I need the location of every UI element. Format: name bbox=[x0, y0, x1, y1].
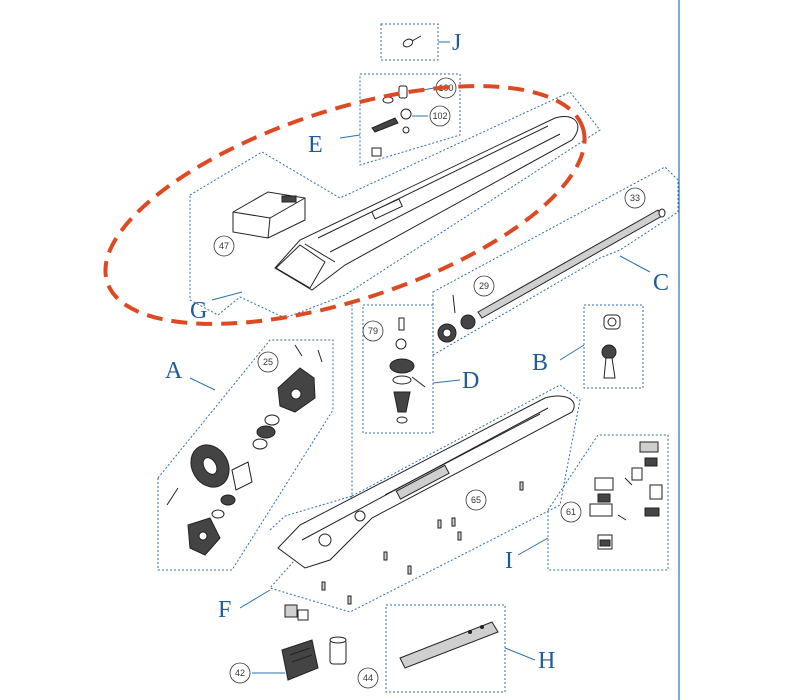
drive-shaft-part bbox=[437, 208, 666, 343]
part-number-79: 79 bbox=[368, 326, 378, 336]
control-board-part bbox=[232, 191, 306, 239]
gear-stack-part bbox=[389, 317, 426, 424]
zone-g: 47 G bbox=[189, 91, 601, 324]
group-label-h: H bbox=[538, 648, 555, 674]
zone-j: J bbox=[380, 23, 461, 61]
zone-i: 61 I bbox=[505, 434, 669, 574]
part-number-33: 33 bbox=[630, 193, 640, 203]
group-label-a: A bbox=[165, 358, 183, 384]
capacitor-part bbox=[329, 636, 347, 665]
zone-d: 79 D bbox=[362, 304, 479, 434]
limit-switch-part bbox=[589, 441, 663, 550]
group-label-e: E bbox=[308, 132, 323, 158]
highlight-ellipse bbox=[103, 84, 587, 326]
part-number-102: 102 bbox=[432, 111, 447, 121]
group-label-i: I bbox=[505, 548, 513, 574]
release-knob-part bbox=[601, 314, 621, 379]
part-number-65: 65 bbox=[471, 495, 481, 505]
part-number-47: 47 bbox=[219, 241, 229, 251]
part-number-61: 61 bbox=[566, 507, 576, 517]
group-label-d: D bbox=[462, 368, 479, 394]
release-key-part bbox=[402, 35, 422, 48]
group-label-b: B bbox=[532, 350, 548, 376]
cover-housing-part bbox=[274, 116, 579, 291]
motor-assembly-part bbox=[166, 344, 323, 556]
part-number-29: 29 bbox=[479, 281, 489, 291]
part-number-44: 44 bbox=[363, 673, 373, 683]
zone-a: 25 A bbox=[157, 339, 334, 571]
group-label-f: F bbox=[218, 597, 231, 623]
screws-part bbox=[321, 481, 524, 605]
chassis-part bbox=[277, 395, 575, 569]
loose-parts: 42 44 bbox=[229, 604, 379, 689]
connector-block-part bbox=[281, 604, 319, 681]
zone-f: 65 F bbox=[218, 300, 581, 623]
mounting-plate-part bbox=[399, 621, 499, 669]
group-label-g: G bbox=[190, 298, 207, 324]
part-number-42: 42 bbox=[235, 668, 245, 678]
part-number-25: 25 bbox=[263, 357, 273, 367]
zone-c: 33 29 C bbox=[432, 166, 679, 356]
zone-h: H bbox=[385, 604, 555, 693]
release-lever-part bbox=[371, 85, 412, 157]
group-label-j: J bbox=[452, 30, 461, 56]
group-label-c: C bbox=[653, 270, 669, 296]
zone-b: B bbox=[532, 304, 644, 389]
